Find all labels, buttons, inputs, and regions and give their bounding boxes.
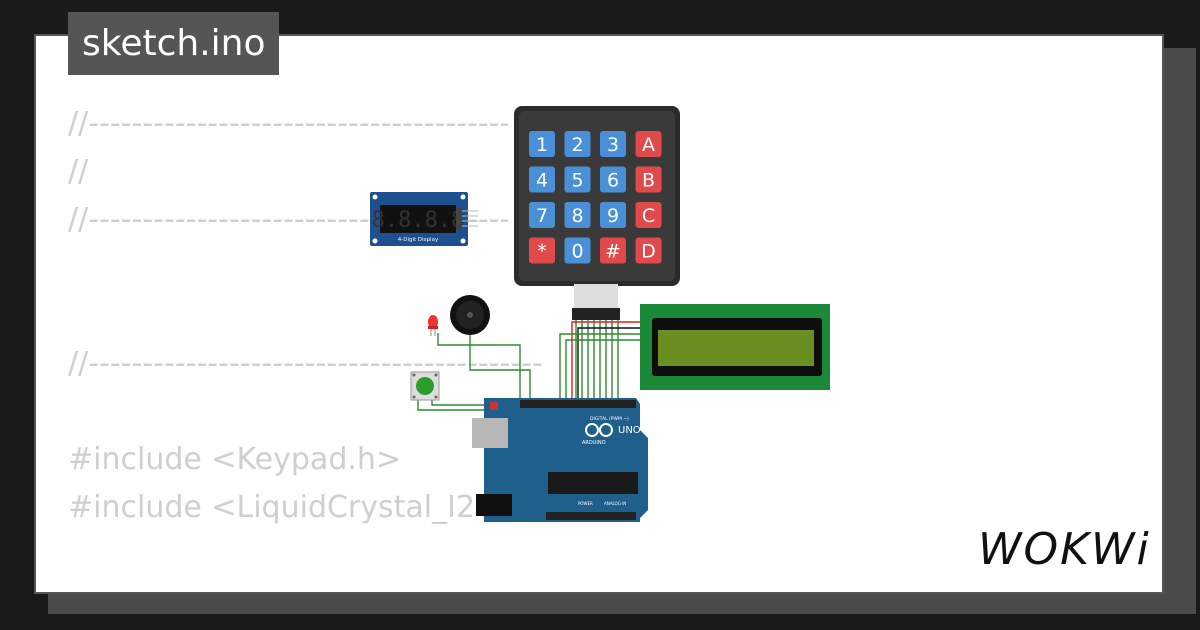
arduino-model: UNO (618, 425, 641, 436)
arduino-header-label: DIGITAL (PWM ~) (590, 416, 629, 422)
keypad-key-label: C (642, 205, 655, 227)
wokwi-logo[interactable]: WOKWi (978, 524, 1151, 575)
keypad-key-label: 3 (607, 134, 619, 156)
keypad-key-label: 8 (571, 205, 583, 227)
keypad-key-label: 2 (571, 134, 583, 156)
keypad-key-label: 0 (571, 241, 583, 263)
code-line-4: //--------------------------------------… (68, 346, 543, 381)
keypad-key-label: 9 (607, 205, 619, 227)
keypad-key[interactable] (529, 237, 555, 264)
keypad-key[interactable] (564, 166, 591, 193)
arduino-uno-board[interactable]: UNO ARDUINO DIGITAL (PWM ~) POWER ANALOG… (472, 398, 648, 522)
keypad-key-label: # (605, 241, 621, 263)
keypad-key[interactable] (600, 202, 626, 228)
push-button[interactable] (410, 371, 440, 401)
keypad-key-label: * (537, 241, 547, 263)
keypad-key[interactable] (635, 131, 662, 157)
keypad-key[interactable] (529, 166, 555, 193)
keypad-key[interactable] (635, 237, 662, 264)
code-line-1: //--------------------------------------… (68, 106, 508, 141)
keypad-key[interactable] (564, 237, 591, 264)
keypad-4x4[interactable]: 1 2 3 A 4 5 6 B 7 8 9 C * 0 # D (514, 106, 680, 320)
arduino-power-label: POWER (578, 501, 593, 506)
keypad-key-label: 4 (536, 170, 548, 192)
code-line-2: // (68, 154, 89, 189)
file-tab[interactable]: sketch.ino (68, 12, 280, 75)
keypad-key-label: 5 (571, 170, 583, 192)
lcd-display[interactable] (640, 304, 830, 390)
keypad-key[interactable] (635, 202, 662, 228)
keypad-key[interactable] (635, 166, 662, 193)
keypad-key[interactable] (529, 131, 555, 157)
keypad-key[interactable] (600, 237, 626, 264)
seven-segment-digits: 8.8.8.8 (372, 208, 465, 233)
code-line-6: #include <LiquidCrystal_I2C (68, 490, 484, 525)
keypad-key-label: B (642, 170, 655, 192)
keypad-key-label: 6 (607, 170, 619, 192)
seven-segment-label: 4-Digit Display (398, 237, 439, 243)
buzzer[interactable] (450, 295, 490, 335)
arduino-analog-label: ANALOG IN (604, 501, 626, 506)
keypad-key[interactable] (529, 202, 555, 228)
keypad-key-label: 1 (536, 134, 548, 156)
keypad-key-label: 7 (536, 205, 548, 227)
code-line-5: #include <Keypad.h> (68, 442, 402, 477)
keypad-key[interactable] (564, 131, 591, 157)
keypad-key-label: A (642, 134, 655, 156)
keypad-key[interactable] (600, 131, 626, 157)
keypad-key[interactable] (564, 202, 591, 228)
keypad-key-label: D (641, 241, 656, 263)
arduino-brand: ARDUINO (582, 440, 606, 446)
red-led[interactable] (428, 315, 438, 336)
keypad-key[interactable] (600, 166, 626, 193)
seven-segment-display[interactable]: 8.8.8.8 4-Digit Display (370, 192, 478, 246)
